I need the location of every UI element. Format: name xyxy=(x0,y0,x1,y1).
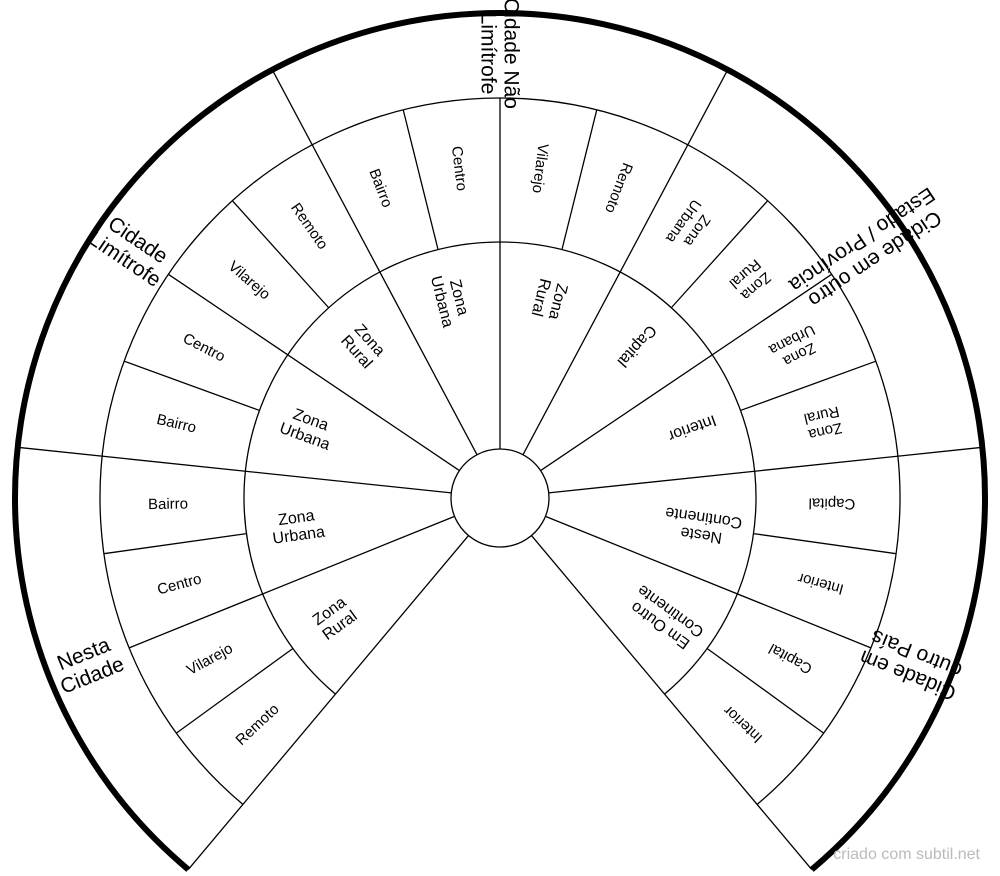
outer-cell-label: Interior xyxy=(796,570,845,599)
cell-divider xyxy=(402,109,439,250)
outer-rim xyxy=(12,9,988,872)
outer-cell-label: Centro xyxy=(180,329,228,365)
sector-divider xyxy=(17,446,452,494)
outer-cell-label: Centro xyxy=(155,570,203,598)
sector-label: NestaCidade xyxy=(48,631,127,699)
cell-divider xyxy=(740,360,877,412)
cell-divider xyxy=(231,200,330,309)
outer-cell-label: Vilarejo xyxy=(529,143,552,194)
sub-divider xyxy=(168,273,460,472)
ring-label: ZonaRural xyxy=(309,593,360,643)
center-hub xyxy=(450,448,550,548)
ring-label: ZonaUrbana xyxy=(277,403,338,453)
outer-cell-label: Bairro xyxy=(366,166,396,209)
ring-label: ZonaUrbana xyxy=(427,270,473,329)
outer-cell-label: Capital xyxy=(808,495,855,513)
outer-cell-label: Vilarejo xyxy=(184,639,236,678)
cell-divider xyxy=(753,532,897,555)
outer-cell-label: ZonaRural xyxy=(802,403,844,444)
ring-label: ZonaUrbana xyxy=(269,506,326,548)
sector-label: Cidade NãoLimítrofe xyxy=(477,0,523,109)
ring-label: Capital xyxy=(614,322,660,370)
sector-label: Cidade em outroEstado / Província xyxy=(785,183,952,317)
sector-divider xyxy=(271,69,478,456)
sub-divider xyxy=(128,515,455,649)
outer-cell-label: Remoto xyxy=(288,200,332,253)
outer-cell-label: Capital xyxy=(766,640,815,678)
ring-label: ZonaRural xyxy=(338,320,389,372)
sector-label: Cidade emoutro País xyxy=(856,624,967,705)
cell-divider xyxy=(123,360,260,412)
outer-cell-label: Bairro xyxy=(148,495,188,513)
sector-label: CidadeLimítrofe xyxy=(85,207,179,291)
outer-cell-label: ZonaRural xyxy=(726,256,775,305)
cell-divider xyxy=(706,647,824,734)
ring-label: Interior xyxy=(665,412,718,445)
sub-divider xyxy=(540,273,832,472)
spoke-end xyxy=(531,535,813,870)
outer-cell-label: ZonaUrbana xyxy=(766,321,826,373)
outer-cell-label: Interior xyxy=(720,702,766,746)
sub-divider xyxy=(545,515,872,649)
cell-divider xyxy=(670,200,769,309)
ring-label: Em OutroContinente xyxy=(624,581,707,655)
sector-divider xyxy=(522,69,729,456)
footer-credit: criado com subtil.net xyxy=(833,846,980,863)
cell-divider xyxy=(561,109,598,250)
cell-divider xyxy=(176,647,294,734)
outer-cell-label: Centro xyxy=(448,145,470,192)
ring-label: ZonaRural xyxy=(528,277,571,322)
outer-cell-label: Vilarejo xyxy=(225,257,274,302)
cell-divider xyxy=(103,532,247,555)
sector-divider xyxy=(548,446,983,494)
spoke-start xyxy=(187,535,469,870)
outer-cell-label: ZonaUrbana xyxy=(662,196,718,256)
outer-cell-label: Remoto xyxy=(602,160,637,215)
outer-cell-label: Bairro xyxy=(155,411,198,437)
ring-label: NesteContinente xyxy=(662,504,744,549)
outer-cell-label: Remoto xyxy=(232,700,282,748)
